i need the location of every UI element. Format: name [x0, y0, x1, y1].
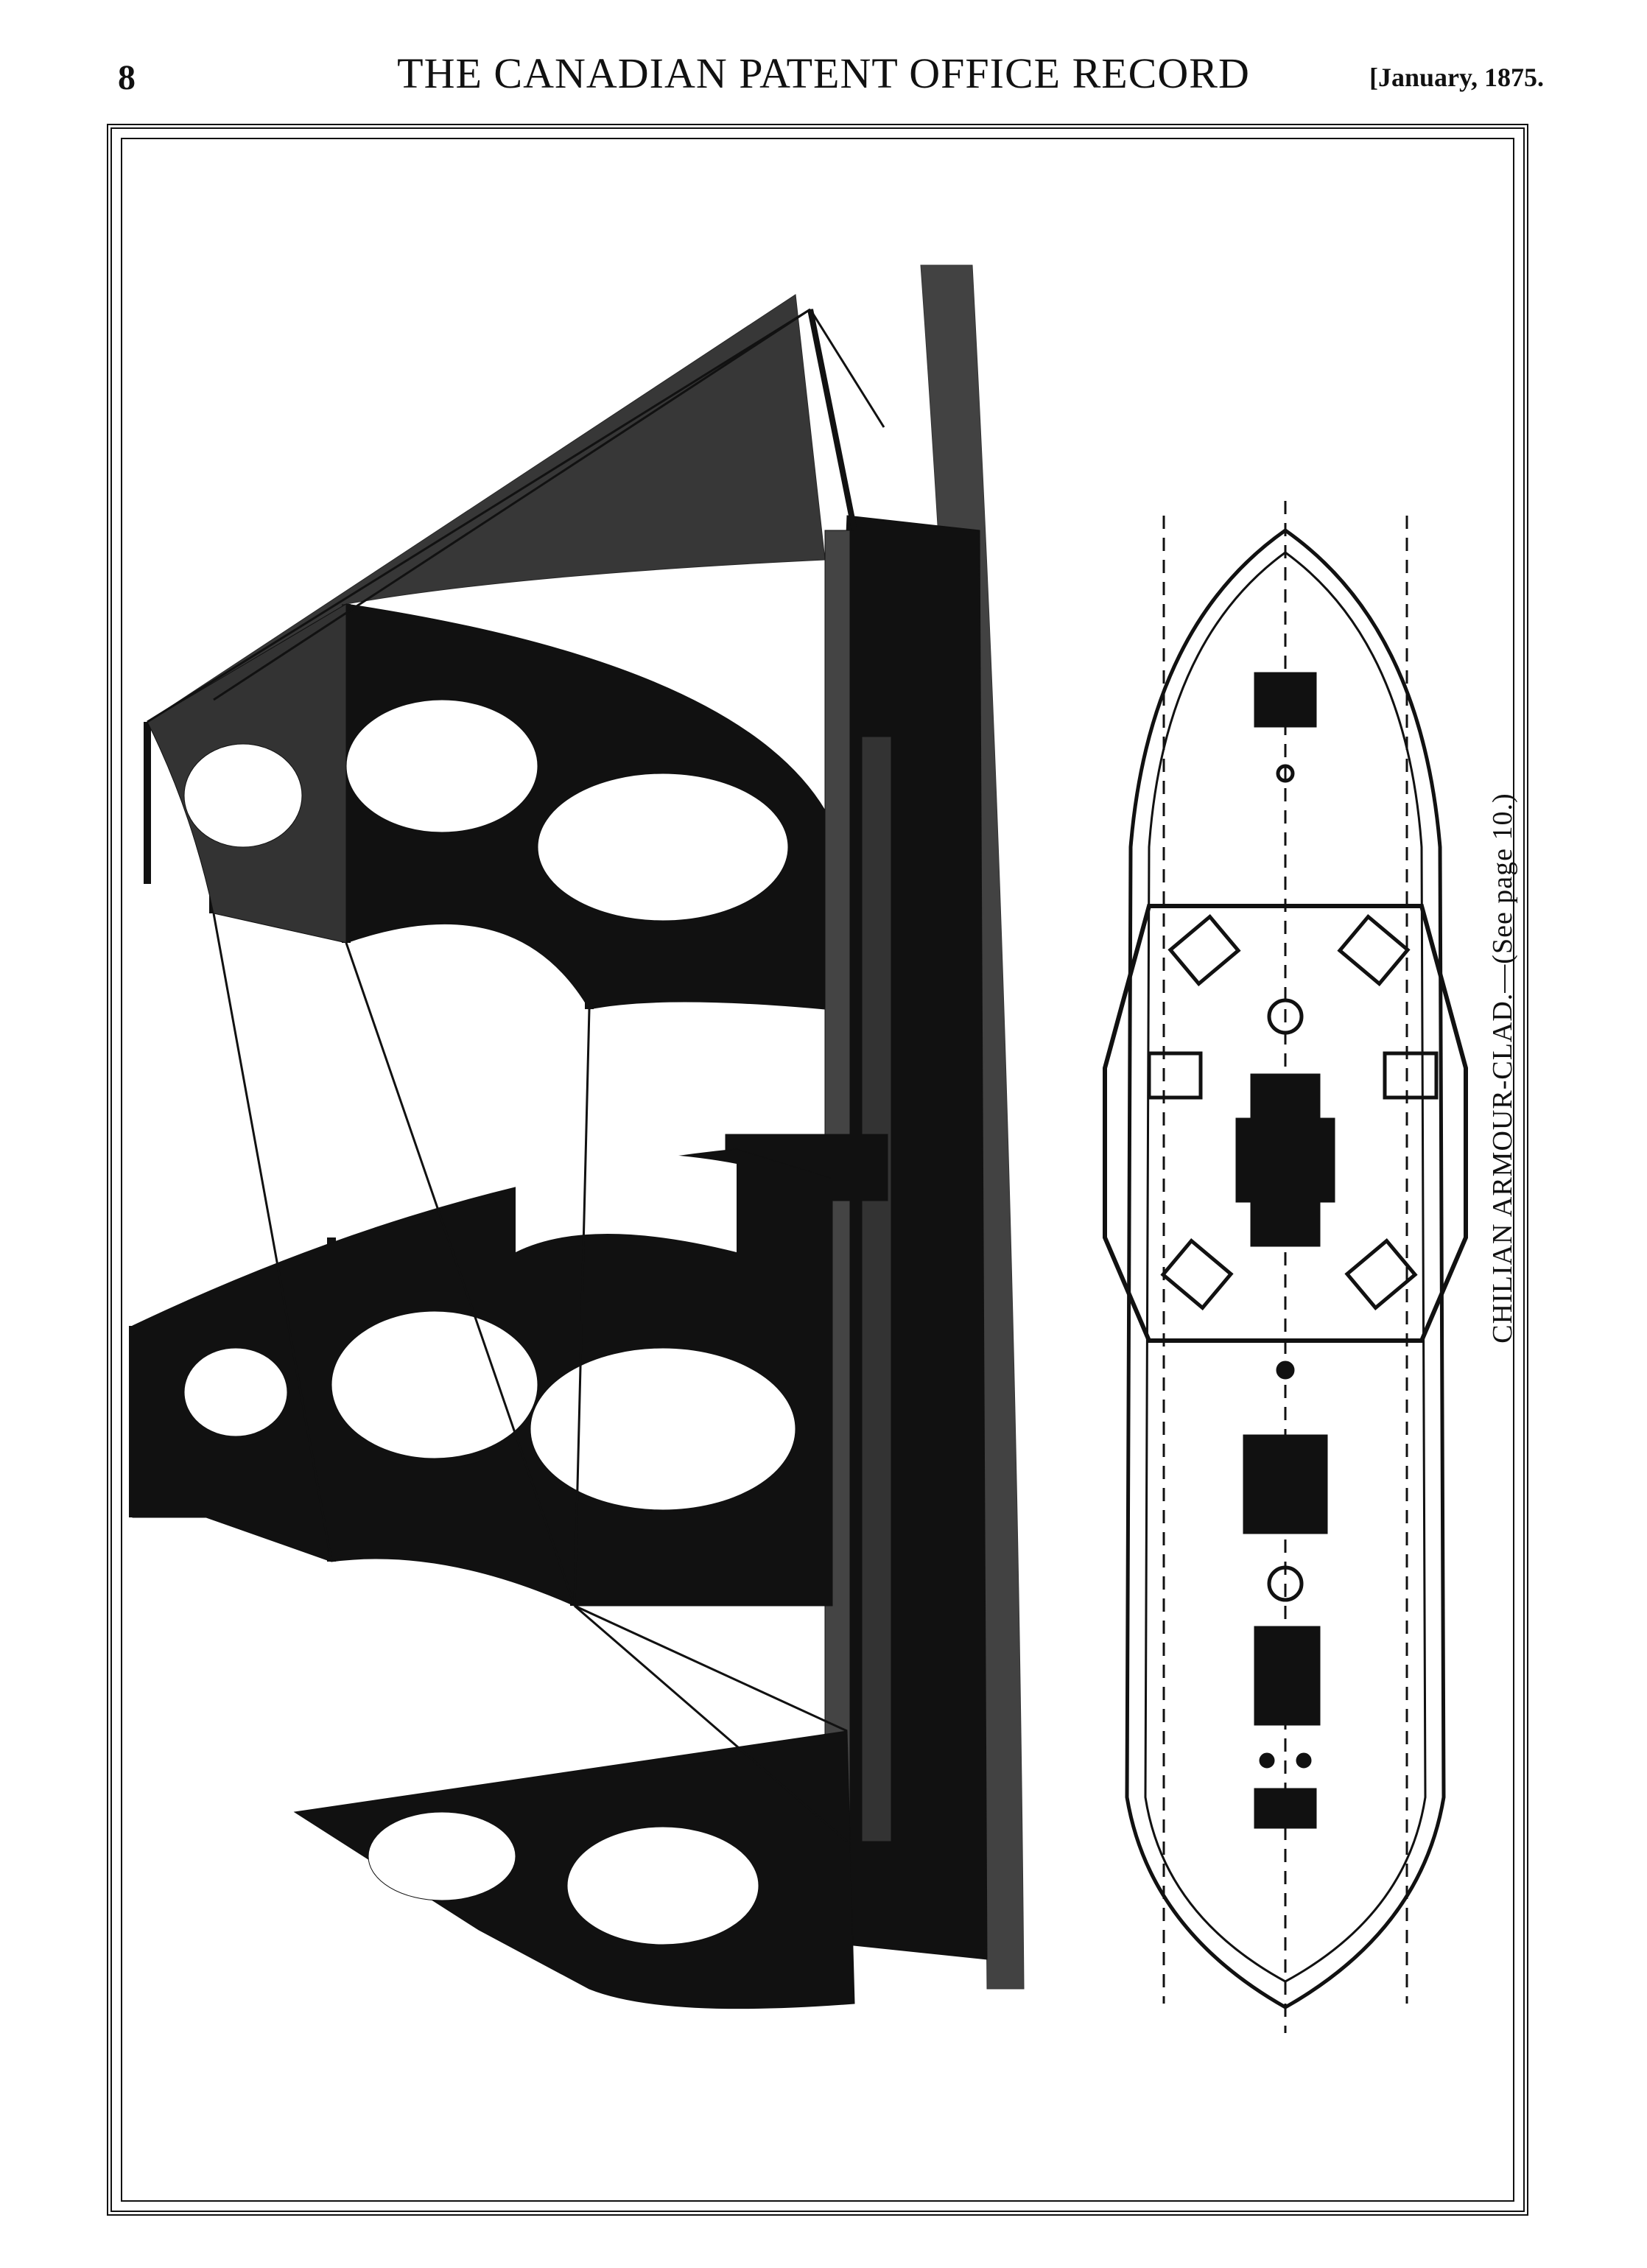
issue-date: [January, 1875. — [1369, 63, 1544, 92]
plate-frame — [107, 124, 1528, 2216]
ship-side-elevation — [129, 264, 1025, 2009]
plate-caption: CHILIAN ARMOUR-CLAD.—(See page 10.) — [1487, 793, 1518, 1344]
page-header: 8 THE CANADIAN PATENT OFFICE RECORD [Jan… — [0, 0, 1647, 110]
running-title: THE CANADIAN PATENT OFFICE RECORD — [397, 49, 1250, 97]
page-number: 8 — [118, 58, 136, 97]
ship-deck-plan — [1103, 501, 1468, 2033]
plate-inner-border — [121, 138, 1514, 2202]
